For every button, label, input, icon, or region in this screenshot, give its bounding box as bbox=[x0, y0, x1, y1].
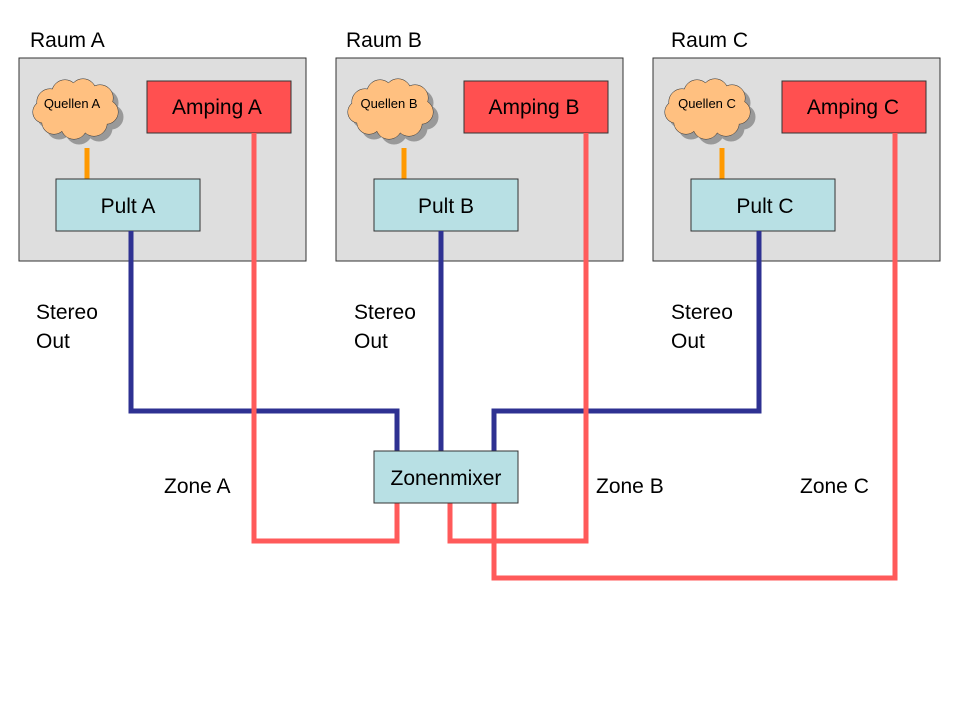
amp-b-label: Amping B bbox=[488, 96, 579, 119]
sources-c-label: Quellen C bbox=[678, 96, 736, 111]
zone-mixer-label: Zonenmixer bbox=[391, 467, 502, 490]
zone-a-label: Zone A bbox=[164, 475, 231, 498]
room-c: Raum C Quellen C Amping C Pult C Stereo … bbox=[652, 29, 941, 498]
amp-c-box bbox=[781, 80, 927, 134]
zone-c-label: Zone C bbox=[800, 475, 869, 498]
stereo-wire-c bbox=[491, 231, 762, 451]
stereo-wires bbox=[128, 231, 762, 451]
amp-b-box bbox=[463, 80, 609, 134]
room-a-title: Raum A bbox=[30, 29, 105, 52]
stereo-out-b-label: Stereo bbox=[354, 301, 416, 324]
stereo-out-c-label-2: Out bbox=[671, 330, 705, 353]
desk-b-box bbox=[373, 178, 519, 232]
amp-a-box bbox=[146, 80, 292, 134]
stereo-wire-a bbox=[128, 231, 400, 451]
amp-c-label: Amping C bbox=[807, 96, 899, 119]
stereo-out-c-label: Stereo bbox=[671, 301, 733, 324]
zone-mixer-box bbox=[373, 450, 519, 504]
stereo-out-a-label-2: Out bbox=[36, 330, 70, 353]
zone-wire-c bbox=[491, 133, 898, 581]
sources-a-label: Quellen A bbox=[44, 96, 101, 111]
stereo-out-a-label: Stereo bbox=[36, 301, 98, 324]
desk-c-label: Pult C bbox=[736, 195, 793, 218]
desk-c-box bbox=[690, 178, 836, 232]
zone-wire-a bbox=[251, 133, 400, 544]
zone-wire-b bbox=[447, 133, 589, 544]
desk-a-box bbox=[55, 178, 201, 232]
zone-b-label: Zone B bbox=[596, 475, 664, 498]
zone-wires bbox=[251, 133, 898, 581]
room-b-title: Raum B bbox=[346, 29, 422, 52]
room-c-title: Raum C bbox=[671, 29, 748, 52]
zone-mixer: Zonenmixer bbox=[373, 450, 519, 504]
desk-b-label: Pult B bbox=[418, 195, 474, 218]
amp-a-label: Amping A bbox=[172, 96, 262, 119]
room-a: Raum A Quellen A Amping A Pult A Stereo … bbox=[18, 29, 307, 498]
room-b: Raum B Quellen B Amping B Pult B Stereo … bbox=[335, 29, 664, 498]
desk-a-label: Pult A bbox=[101, 195, 156, 218]
sources-b-label: Quellen B bbox=[360, 96, 417, 111]
stereo-out-b-label-2: Out bbox=[354, 330, 388, 353]
